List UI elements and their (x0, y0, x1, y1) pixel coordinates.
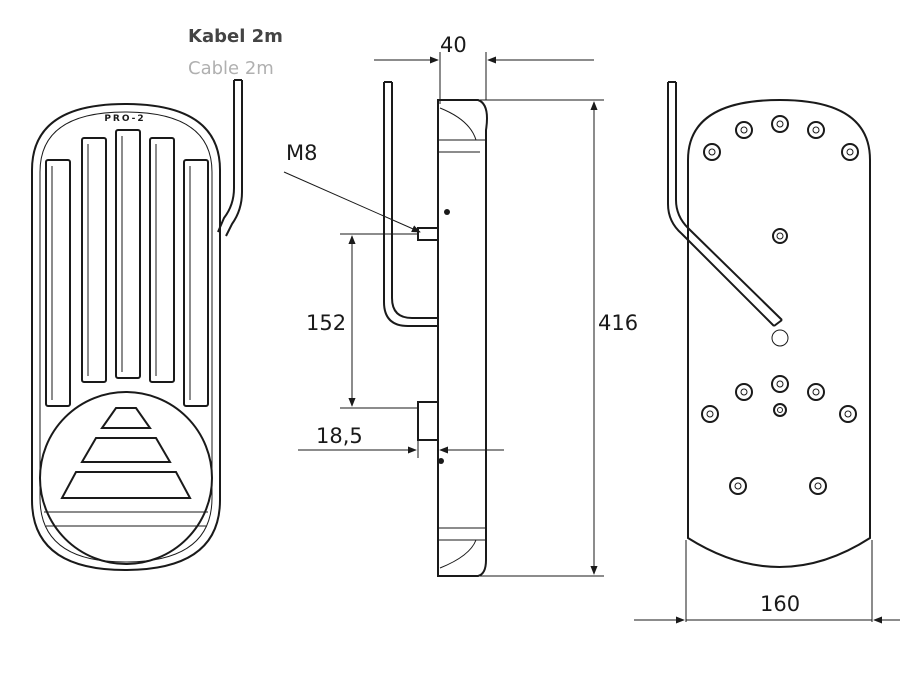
dimension-height-value: 416 (598, 311, 638, 335)
hole-1 (703, 143, 721, 161)
pedal-rib-1 (45, 159, 71, 407)
base-plate-outline (687, 98, 871, 568)
base-plate-holes (701, 115, 859, 495)
hole-11 (729, 477, 747, 495)
dimension-mount-spacing: 152 (306, 233, 418, 409)
hole-3 (771, 115, 789, 133)
dimension-mount-offset: 18,5 (298, 420, 504, 458)
hole-5 (841, 143, 859, 161)
thread-leader (283, 171, 421, 233)
pedal-rib-3 (115, 129, 141, 379)
hole-2 (735, 121, 753, 139)
cable-label-en: Cable 2m (188, 58, 274, 79)
back-cable (667, 82, 775, 327)
hole-9 (701, 405, 719, 423)
mount-hole-lower (438, 458, 444, 464)
dimension-height: 416 (480, 99, 638, 577)
dimension-mount-spacing-value: 152 (306, 311, 346, 335)
hole-12 (809, 477, 827, 495)
mount-hole-upper (444, 209, 450, 215)
pedal-housing-inner-outline (39, 111, 213, 563)
nut-lower (773, 403, 787, 417)
pedal-housing-outline (31, 102, 221, 572)
thread-label: M8 (286, 141, 317, 165)
back-view (667, 81, 873, 622)
brand-label: PRO-2 (104, 114, 145, 124)
side-body (437, 99, 488, 577)
dimension-depth: 40 (374, 33, 594, 104)
dimension-mount-offset-value: 18,5 (316, 424, 363, 448)
tread-stripe-1 (100, 407, 152, 429)
m8-stud-lower (417, 401, 439, 441)
hole-4 (807, 121, 825, 139)
tread-stripe-3 (60, 471, 192, 499)
nut-upper (772, 228, 788, 244)
dimension-width-value: 160 (760, 592, 800, 616)
pedal-rib-2 (81, 137, 107, 383)
side-view (383, 81, 488, 577)
tread-stripe-2 (80, 437, 172, 463)
heel-pad (39, 391, 213, 565)
m8-stud-upper (417, 227, 439, 241)
hole-8 (807, 383, 825, 401)
dimension-depth-value: 40 (440, 33, 467, 57)
pedal-rib-5 (183, 159, 209, 407)
cable (217, 80, 235, 233)
hole-10 (839, 405, 857, 423)
side-cable (383, 82, 438, 327)
hole-7 (771, 375, 789, 393)
cable-exit-hole (771, 329, 789, 347)
dimension-width: 160 (634, 592, 900, 624)
front-view: PRO-2 (31, 79, 243, 572)
pedal-rib-4 (149, 137, 175, 383)
cable-label-de: Kabel 2m (188, 26, 283, 47)
hole-6 (735, 383, 753, 401)
